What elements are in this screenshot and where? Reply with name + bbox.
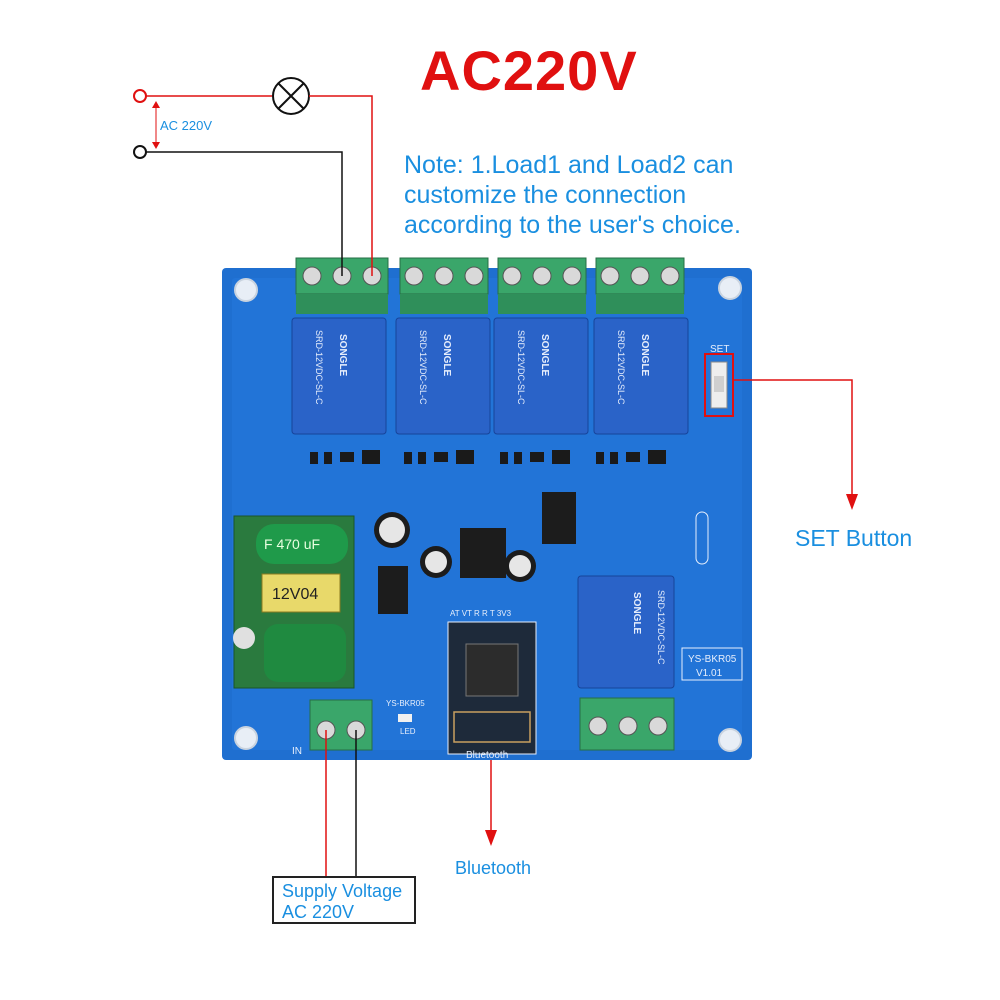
svg-text:SRD-12VDC-SL-C: SRD-12VDC-SL-C	[656, 590, 666, 665]
set-button-label: SET Button	[795, 525, 913, 551]
svg-text:F 470 uF: F 470 uF	[264, 536, 320, 552]
svg-text:SONGLE: SONGLE	[539, 334, 550, 377]
bluetooth-module: Bluetooth	[447, 621, 537, 761]
svg-text:SONGLE: SONGLE	[639, 334, 650, 377]
set-button-component: SET	[704, 344, 734, 417]
version-silk: V1.01	[696, 668, 723, 679]
bt-header-silk: AT VT R R T 3V3	[450, 609, 512, 618]
mount-hole	[234, 278, 258, 302]
svg-text:12V04: 12V04	[272, 586, 318, 603]
relay-5: SRD-12VDC-SL-C SONGLE	[577, 575, 675, 689]
svg-text:Bluetooth: Bluetooth	[466, 750, 508, 761]
ac-terminal-live	[133, 89, 147, 103]
led-silk: LED	[400, 727, 416, 736]
svg-text:SONGLE: SONGLE	[441, 334, 452, 377]
note-text: Note: 1.Load1 and Load2 can customize th…	[404, 150, 741, 240]
terminal-block-top-3	[497, 257, 587, 314]
terminal-block-bottom-right	[579, 697, 675, 751]
terminal-block-top-4	[595, 257, 685, 314]
svg-text:SRD-12VDC-SL-C: SRD-12VDC-SL-C	[616, 330, 626, 405]
model-silk-left: YS-BKR05	[386, 699, 425, 708]
set-pointer-line	[733, 379, 853, 500]
mount-hole	[718, 276, 742, 300]
model-silk: YS-BKR05	[688, 654, 737, 665]
status-led	[398, 714, 412, 722]
svg-text:SONGLE: SONGLE	[337, 334, 348, 377]
page-title: AC220V	[420, 39, 638, 102]
smd-components-row	[310, 450, 666, 464]
relay-2: SRD-12VDC-SL-C SONGLE	[395, 317, 491, 435]
svg-text:SRD-12VDC-SL-C: SRD-12VDC-SL-C	[516, 330, 526, 405]
mount-hole	[718, 728, 742, 752]
note-line: customize the connection	[404, 181, 687, 209]
model-silk-box	[681, 647, 743, 681]
relay-4: SRD-12VDC-SL-C SONGLE	[593, 317, 689, 435]
lamp-icon	[272, 77, 310, 115]
relay-1: SRD-12VDC-SL-C SONGLE	[291, 317, 387, 435]
relay-3: SRD-12VDC-SL-C SONGLE	[493, 317, 589, 435]
voltage-arrow-head-up	[152, 101, 160, 108]
ac-voltage-label: AC 220V	[160, 118, 213, 133]
svg-text:SET: SET	[710, 344, 729, 355]
bluetooth-label: Bluetooth	[455, 858, 532, 878]
wire-live-to-load	[309, 95, 373, 276]
set-pointer-arrowhead	[846, 494, 858, 510]
in-silk: IN	[292, 746, 302, 757]
wire-neutral	[146, 151, 343, 276]
note-line: Note: 1.Load1 and Load2 can	[404, 151, 734, 179]
note-line: according to the user's choice.	[404, 211, 741, 239]
psu-module: F 470 uF 12V04	[233, 515, 355, 689]
svg-text:SRD-12VDC-SL-C: SRD-12VDC-SL-C	[418, 330, 428, 405]
mount-hole	[234, 726, 258, 750]
ac-terminal-neutral	[133, 145, 147, 159]
supply-line: Supply Voltage	[282, 881, 403, 901]
supply-voltage-box: Supply Voltage AC 220V	[272, 876, 416, 924]
bt-pointer-arrowhead	[485, 830, 497, 846]
voltage-arrow-head-down	[152, 142, 160, 149]
svg-text:SONGLE: SONGLE	[631, 592, 642, 635]
center-components	[374, 492, 709, 614]
terminal-block-top-2	[399, 257, 489, 314]
terminal-block-input	[309, 699, 373, 751]
supply-line: AC 220V	[282, 902, 355, 922]
svg-text:SRD-12VDC-SL-C: SRD-12VDC-SL-C	[314, 330, 324, 405]
